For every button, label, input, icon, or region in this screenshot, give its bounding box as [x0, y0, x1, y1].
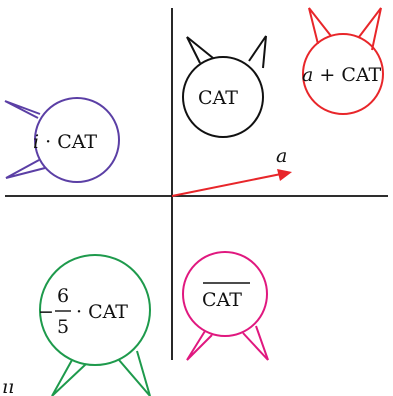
- cat-numerator: 6: [57, 285, 69, 307]
- vector-a: a: [172, 145, 292, 196]
- corner-glyph: ıı: [2, 376, 14, 396]
- cat-i-times-label: i · CAT: [33, 131, 97, 153]
- cat-denominator: 5: [57, 316, 69, 338]
- cat-label: CAT: [198, 87, 238, 109]
- cat-neg-sign: −: [38, 301, 54, 323]
- vector-label: a: [276, 145, 287, 167]
- cat-conjugate-label: CAT: [202, 289, 242, 311]
- cat-a-plus-label: a + CAT: [302, 64, 382, 86]
- cat-a-plus: [303, 8, 383, 114]
- cat-neg-six-fifths-label: · CAT: [76, 301, 128, 323]
